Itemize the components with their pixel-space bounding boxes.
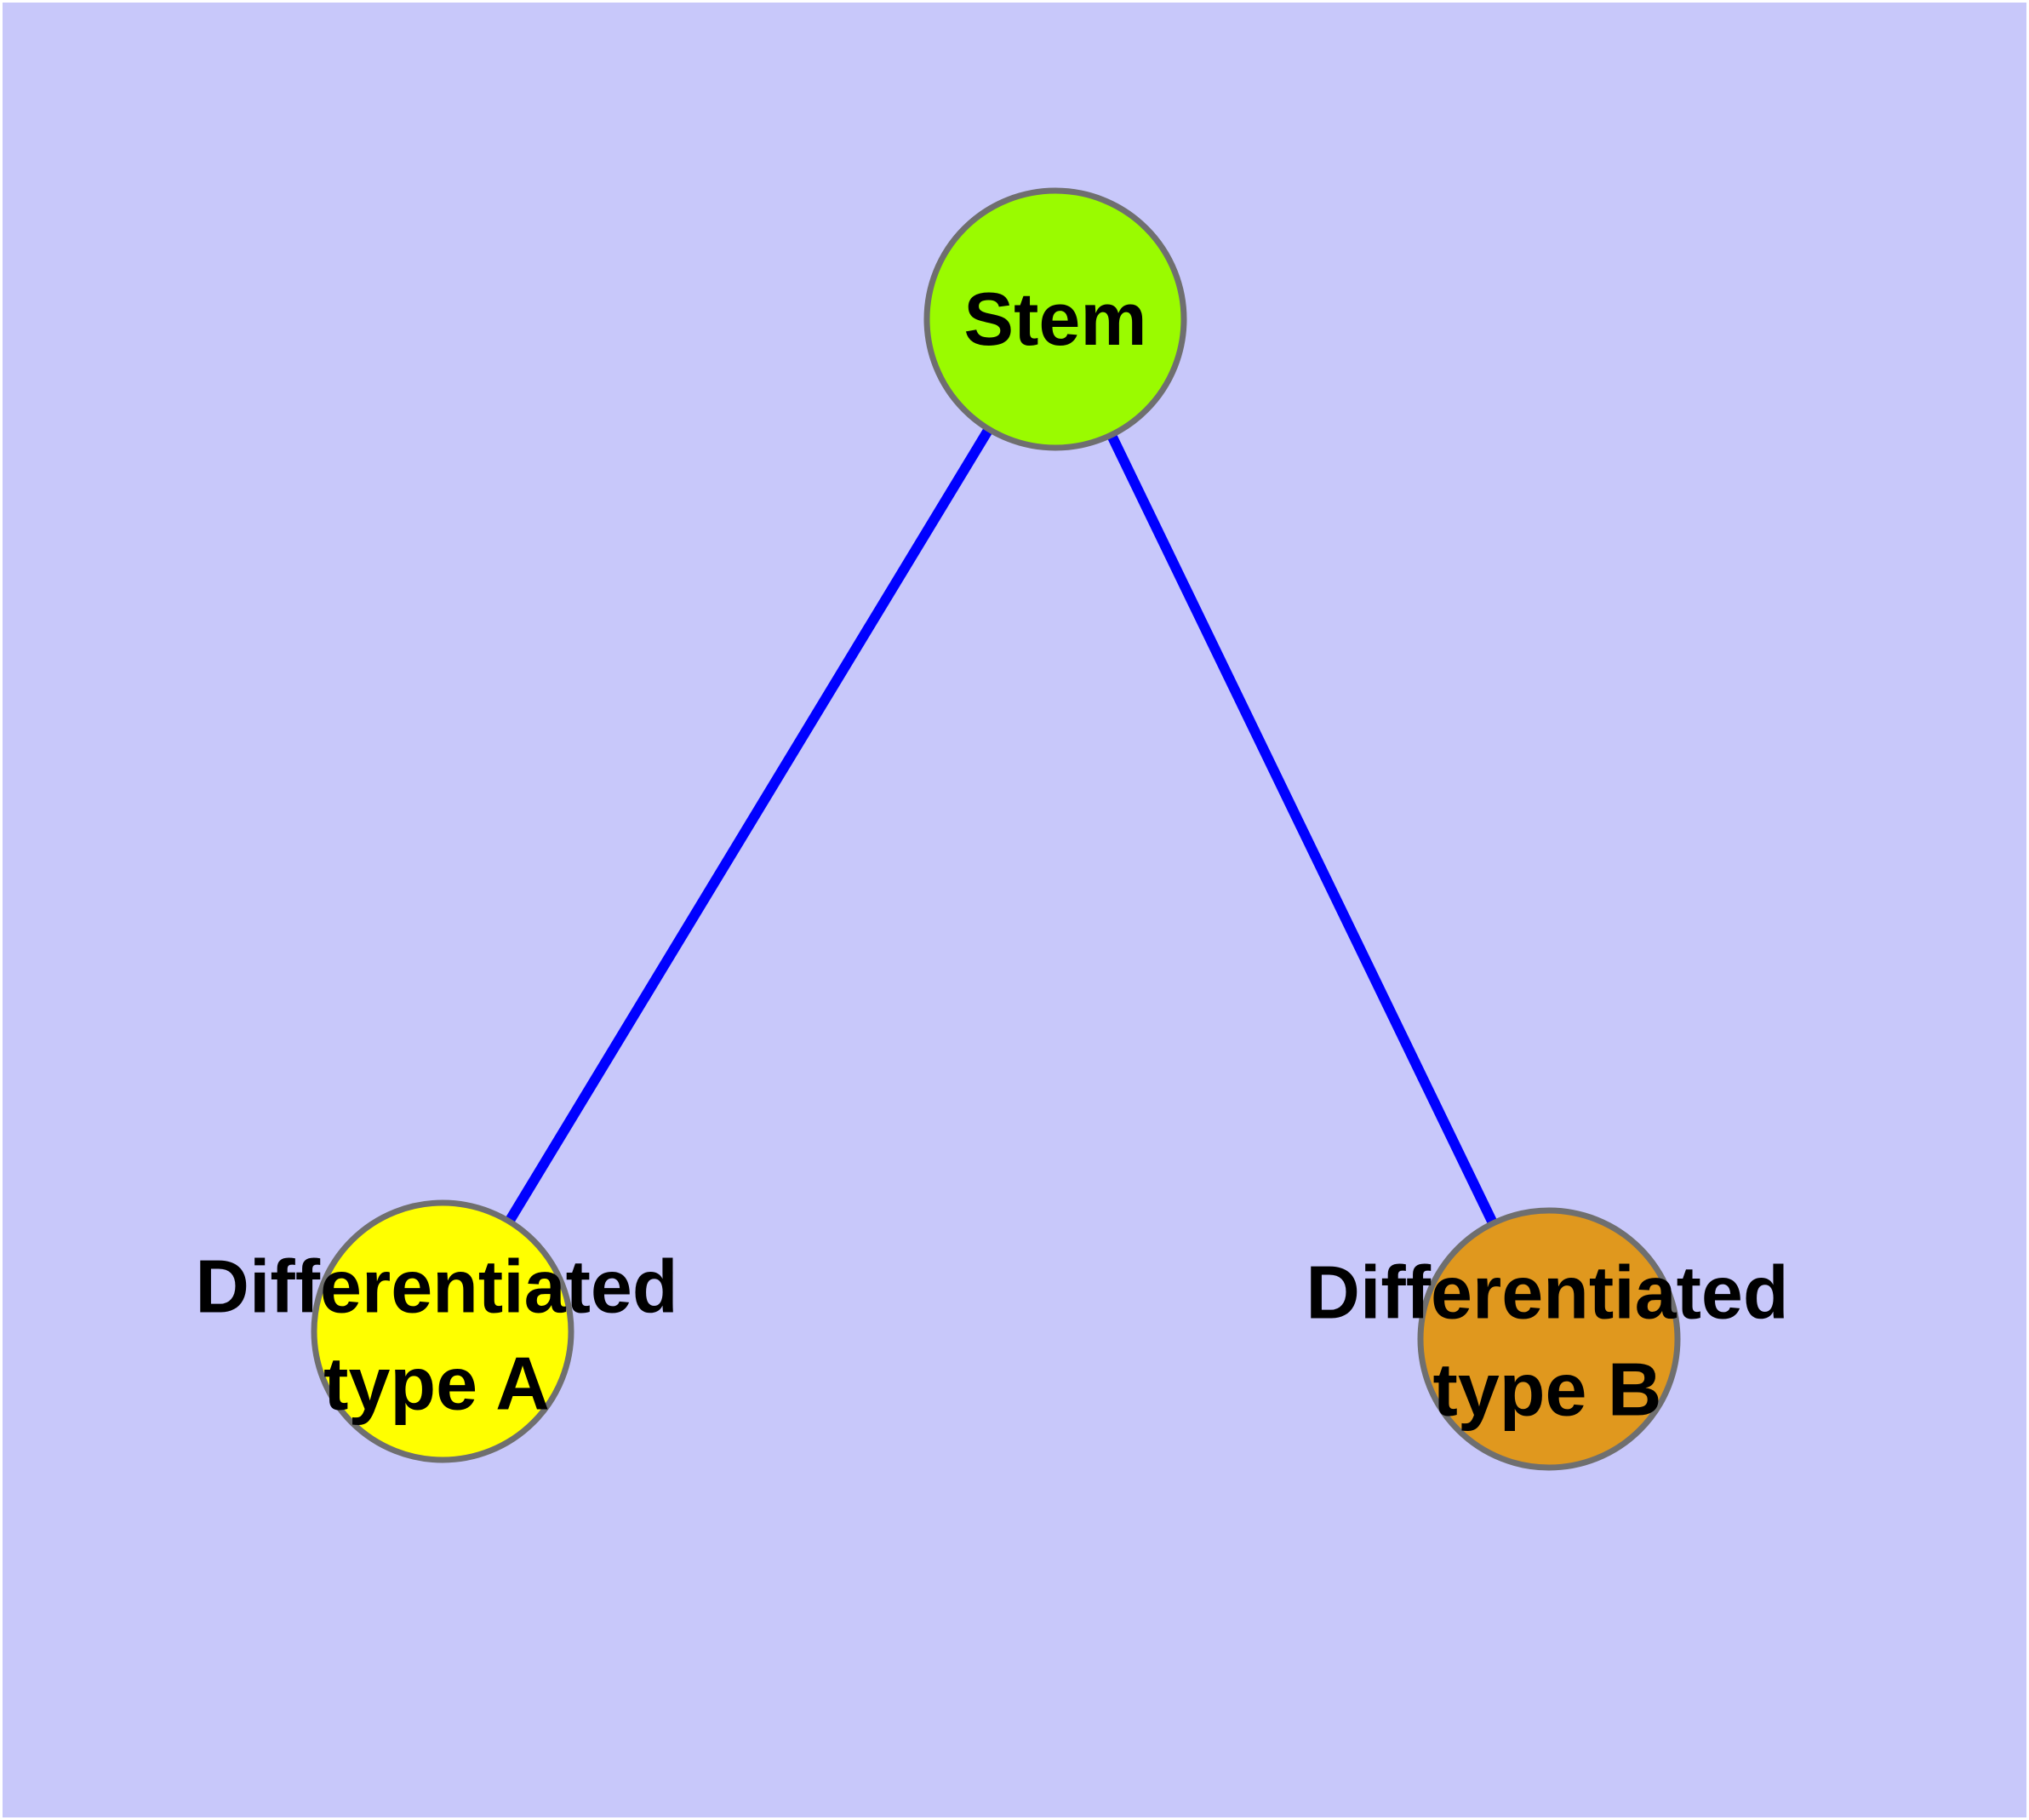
node-stem [923, 187, 1187, 451]
node-differentiated-type-b [1417, 1207, 1681, 1471]
node-differentiated-type-a [311, 1199, 574, 1463]
edge-stem-to-type-b [1050, 317, 1554, 1342]
edge-stem-to-type-a [437, 316, 1060, 1335]
